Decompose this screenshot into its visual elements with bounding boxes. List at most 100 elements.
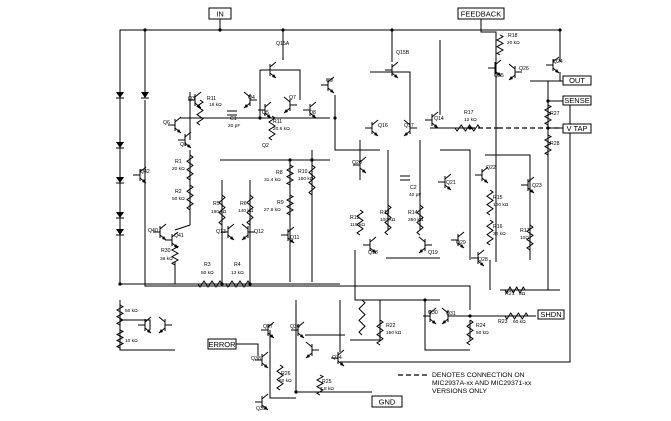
resistor xyxy=(486,219,494,246)
label-q42: Q42 xyxy=(140,169,150,175)
label-q16: Q16 xyxy=(378,123,388,129)
transistor xyxy=(133,166,147,184)
label-r22: R22 xyxy=(386,323,396,329)
transistor xyxy=(158,316,172,334)
pin-in: IN xyxy=(208,7,232,20)
svg-text:FEEDBACK: FEEDBACK xyxy=(461,10,501,19)
transistor xyxy=(261,321,275,339)
value-r24: 50 kΩ xyxy=(476,330,489,336)
value-r14: 350 kΩ xyxy=(408,217,424,223)
value-r5: 180 kΩ xyxy=(211,209,227,215)
label-r21: R21 xyxy=(505,291,515,297)
label-q15a: Q15A xyxy=(276,41,290,47)
transistor xyxy=(508,63,522,81)
diode xyxy=(116,212,124,219)
label-q7: Q7 xyxy=(289,95,296,101)
transistor xyxy=(303,101,317,119)
value-r50k: 50 kΩ xyxy=(125,308,138,314)
label-c1: C1 xyxy=(230,116,237,122)
junction-dot xyxy=(310,158,314,162)
label-q31: Q31 xyxy=(446,311,456,317)
svg-text:IN: IN xyxy=(216,10,224,19)
transistor xyxy=(168,116,182,134)
transistor xyxy=(321,76,335,94)
label-r26: R26 xyxy=(281,371,291,377)
transistor xyxy=(423,307,437,325)
resistor xyxy=(416,204,424,236)
transistor xyxy=(403,119,417,137)
transistor xyxy=(425,111,439,129)
transistor xyxy=(243,91,257,109)
label-q23: Q23 xyxy=(532,183,542,189)
value-r6: 140 kΩ xyxy=(238,208,254,214)
label-q5: Q5 xyxy=(262,110,269,116)
junction-dot xyxy=(558,28,562,32)
wire xyxy=(269,330,296,399)
resistor xyxy=(384,204,392,236)
label-q29: Q29 xyxy=(456,240,466,246)
wire xyxy=(424,300,470,351)
label-r5: R5 xyxy=(213,201,220,207)
schematic-resistors xyxy=(115,34,553,396)
label-q8: Q8 xyxy=(309,110,316,116)
transistor xyxy=(291,321,305,339)
transistor xyxy=(353,156,367,174)
resistor xyxy=(186,154,194,181)
transistor xyxy=(546,56,560,74)
wire xyxy=(295,300,372,393)
wire xyxy=(334,95,380,151)
pin-error: ERROR xyxy=(207,338,237,350)
svg-text:SHDN: SHDN xyxy=(540,310,561,319)
transistor xyxy=(241,223,255,241)
label-q6: Q6 xyxy=(163,120,170,126)
value-r25: 2.8 kΩ xyxy=(320,386,334,392)
label-r30: R30 xyxy=(161,248,171,254)
value-r11b: 20.6 kΩ xyxy=(273,126,290,132)
pin-out: OUT xyxy=(562,75,592,86)
resistor xyxy=(225,280,251,288)
resistor xyxy=(268,115,276,141)
transistor xyxy=(255,393,269,411)
value-r21: 8Ω xyxy=(519,291,526,297)
resistor xyxy=(495,34,505,56)
value-r12: 110 kΩ xyxy=(350,222,365,228)
svg-text:V TAP: V TAP xyxy=(567,124,588,133)
resistor xyxy=(504,285,526,295)
wire xyxy=(260,69,301,100)
label-r11a: R11 xyxy=(207,96,216,102)
label-q9: Q9 xyxy=(326,78,333,84)
transistor xyxy=(451,231,465,249)
transistor xyxy=(221,223,235,241)
resistor xyxy=(543,104,553,126)
label-q22: Q22 xyxy=(486,165,496,171)
label-q14: Q14 xyxy=(434,116,444,122)
wire xyxy=(120,319,151,330)
value-r3: 50 kΩ xyxy=(201,270,214,276)
label-r28: R28 xyxy=(550,141,560,147)
label-r3: R3 xyxy=(204,262,211,268)
resistor xyxy=(454,124,481,132)
pin-vtap: V TAP xyxy=(562,123,592,134)
label-r17a: R17 xyxy=(520,228,530,234)
label-q30: Q30 xyxy=(428,310,438,316)
junction-dot xyxy=(546,126,550,130)
transistor xyxy=(521,176,535,194)
value-r23: 60 kΩ xyxy=(513,319,526,325)
value-r15: 100 kΩ xyxy=(493,202,509,208)
junction-dot xyxy=(258,116,262,120)
value-r30: 36 kΩ xyxy=(160,256,173,262)
value-r1: 20 kΩ xyxy=(172,166,185,172)
transistor xyxy=(188,91,202,109)
component-labels: Q15A Q15B Q1 Q2 Q3 Q4 Q5 Q6 Q7 Q8 Q9 Q13… xyxy=(125,33,563,412)
label-q18: Q18 xyxy=(368,250,378,256)
junction-dot xyxy=(288,158,292,162)
diode xyxy=(116,229,124,236)
svg-text:OUT: OUT xyxy=(569,76,585,85)
value-r4: 13 kΩ xyxy=(231,270,244,276)
resistor xyxy=(285,164,295,186)
junction-dot xyxy=(468,314,472,318)
capacitor xyxy=(400,175,410,181)
transistor xyxy=(178,131,192,149)
resistor xyxy=(315,374,325,396)
resistor xyxy=(196,99,204,126)
